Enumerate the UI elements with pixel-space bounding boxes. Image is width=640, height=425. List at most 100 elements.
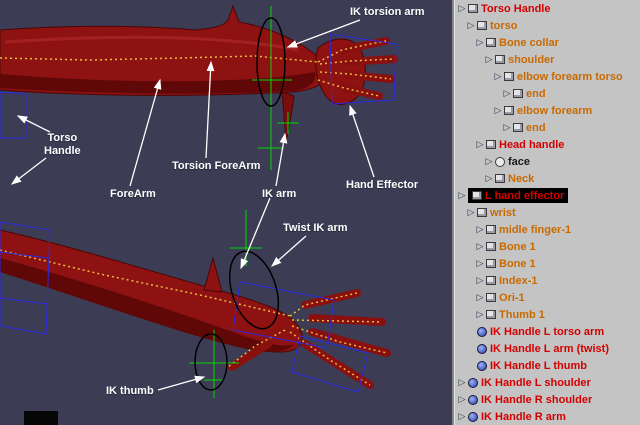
outliner-item-head-handle[interactable]: ▷Head handle [454,136,640,153]
outliner-item-face[interactable]: ▷face [454,153,640,170]
expand-arrow-icon[interactable]: ▷ [458,3,466,13]
outliner-item-index-1[interactable]: ▷ Index-1 [454,272,640,289]
expand-arrow-icon[interactable]: ▷ [494,71,502,81]
outliner-item-shoulder[interactable]: ▷ shoulder [454,51,640,68]
ik-handle-crosshair-upper [252,6,299,170]
expand-arrow-icon[interactable]: ▷ [485,156,493,166]
expand-arrow-icon[interactable]: ▷ [476,139,484,149]
outliner-item-content: Bone collar [486,35,562,50]
expand-arrow-icon[interactable]: ▷ [476,241,484,251]
outliner-item-content: Thumb 1 [486,307,548,322]
outliner-item-label: L hand effector [485,189,565,202]
outliner-item-label: shoulder [508,53,555,66]
outliner-item-end[interactable]: ▷end [454,119,640,136]
expand-arrow-icon[interactable]: ▷ [476,37,484,47]
expand-arrow-icon[interactable]: ▷ [476,224,484,234]
ik-handle-icon [468,377,478,388]
expand-arrow-icon[interactable]: ▷ [503,88,511,98]
outliner-item-wrist[interactable]: ▷ wrist [454,204,640,221]
outliner-item-label: Bone collar [499,36,559,49]
outliner-item-content: IK Handle L shoulder [468,375,594,390]
joint-cube-icon [486,276,496,285]
outliner-item-content: end [513,86,549,101]
outliner-item-content: Bone 1 [486,256,539,271]
outliner-item-torso-handle[interactable]: ▷ Torso Handle [454,0,640,17]
expand-arrow-icon[interactable]: ▷ [458,377,466,387]
selection-ellipse-lower [228,250,280,330]
outliner-item-neck[interactable]: ▷Neck [454,170,640,187]
outliner-item-label: midle finger-1 [499,223,572,236]
joint-cube-icon [486,293,496,302]
outliner-item-bone-1[interactable]: ▷Bone 1 [454,238,640,255]
outliner-item-ik-handle-r-shoulder[interactable]: ▷IK Handle R shoulder [454,391,640,408]
ik-handle-icon [468,394,478,405]
outliner-item-content: shoulder [495,52,557,67]
outliner-item-label: Torso Handle [481,2,551,15]
expand-arrow-icon[interactable]: ▷ [476,292,484,302]
outliner-item-ik-handle-l-shoulder[interactable]: ▷IK Handle L shoulder [454,374,640,391]
outliner-item-bone-1[interactable]: ▷Bone 1 [454,255,640,272]
expand-arrow-icon[interactable]: ▷ [476,275,484,285]
outliner-tree: ▷ Torso Handle ▷ torso ▷ Bone collar ▷ shoulder… [454,0,640,425]
joint-cube-icon [477,208,487,217]
outliner-item-label: Thumb 1 [499,308,545,321]
expand-arrow-icon[interactable]: ▷ [476,258,484,268]
outliner-item-ik-handle-l-torso-arm[interactable]: IK Handle L torso arm [454,323,640,340]
outliner-item-ori-1[interactable]: ▷Ori-1 [454,289,640,306]
joint-cube-icon [486,259,496,268]
expand-arrow-icon[interactable]: ▷ [458,190,466,200]
expand-arrow-icon[interactable]: ▷ [485,54,493,64]
outliner-item-content: midle finger-1 [486,222,574,237]
outliner-item-label: torso [490,19,518,32]
expand-arrow-icon[interactable]: ▷ [503,122,511,132]
lower-arm-mesh [0,229,391,389]
outliner-item-content: IK Handle L arm (twist) [477,341,612,356]
ik-handle-icon [477,360,487,371]
joint-cube-icon [504,72,514,81]
expand-arrow-icon[interactable]: ▷ [467,20,475,30]
outliner-item-content: Index-1 [486,273,541,288]
expand-arrow-icon[interactable]: ▷ [467,207,475,217]
expand-arrow-icon[interactable]: ▷ [458,411,466,421]
outliner-item-label: Index-1 [499,274,538,287]
outliner-item-end[interactable]: ▷ end [454,85,640,102]
ik-handle-icon [468,411,478,422]
joint-cube-icon [486,310,496,319]
outliner-item-content: end [513,120,549,135]
object-circle-icon [495,156,505,167]
outliner-item-label: IK Handle L arm (twist) [490,342,609,355]
skeleton-bones-lower [0,249,388,386]
outliner-item-elbow-forearm[interactable]: ▷elbow forearm [454,102,640,119]
outliner-item-elbow-forearm-torso[interactable]: ▷elbow forearm torso [454,68,640,85]
outliner-item-content: Torso Handle [468,1,553,16]
expand-arrow-icon[interactable]: ▷ [458,394,466,404]
joint-cube-icon [504,106,514,115]
selection-ellipse-upper [256,17,286,107]
outliner-item-content: L hand effector [468,188,569,203]
outliner-item-bone-collar[interactable]: ▷ Bone collar [454,34,640,51]
outliner-item-ik-handle-l-thumb[interactable]: IK Handle L thumb [454,357,640,374]
expand-arrow-icon[interactable]: ▷ [494,105,502,115]
outliner-item-ik-handle-l-arm-twist[interactable]: IK Handle L arm (twist) [454,340,640,357]
outliner-item-l-hand-effector[interactable]: ▷ L hand effector [454,187,640,204]
selection-ellipse-thumb [194,333,228,391]
joint-cube-icon [495,174,505,183]
wireframe-boxes-lower [0,221,369,393]
outliner-item-label: wrist [490,206,516,219]
outliner-item-content: IK Handle L thumb [477,358,590,373]
outliner-item-content: Neck [495,171,537,186]
outliner-item-thumb-1[interactable]: ▷ Thumb 1 [454,306,640,323]
outliner-item-label: IK Handle L thumb [490,359,587,372]
ik-handle-icon [477,326,487,337]
outliner-item-content: IK Handle R arm [468,409,569,424]
viewport-scene-art [0,4,398,425]
expand-arrow-icon[interactable]: ▷ [476,309,484,319]
outliner-item-label: end [526,87,546,100]
ik-handle-icon [477,343,487,354]
expand-arrow-icon[interactable]: ▷ [485,173,493,183]
outliner-item-midle-finger-1[interactable]: ▷ midle finger-1 [454,221,640,238]
outliner-item-torso[interactable]: ▷ torso [454,17,640,34]
outliner-item-ik-handle-r-arm[interactable]: ▷IK Handle R arm [454,408,640,425]
